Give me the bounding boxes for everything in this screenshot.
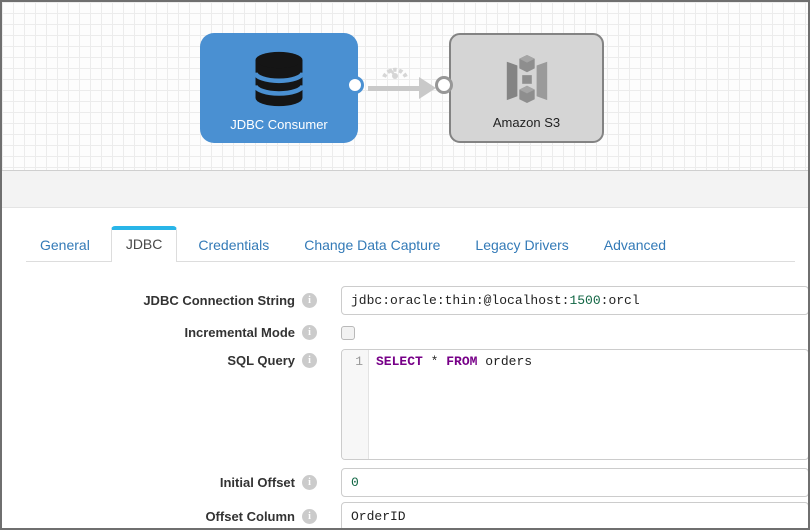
tab-general[interactable]: General bbox=[40, 237, 90, 253]
info-icon[interactable]: i bbox=[302, 325, 317, 340]
tab-legacy-drivers[interactable]: Legacy Drivers bbox=[475, 237, 569, 253]
field-label: SQL Query bbox=[227, 353, 295, 368]
stage-label: JDBC Consumer bbox=[230, 117, 328, 132]
field-label: Incremental Mode bbox=[184, 325, 295, 340]
form-row: SQL Query i 1 SELECT * FROM orders bbox=[2, 349, 808, 460]
incremental-mode-checkbox[interactable] bbox=[341, 325, 355, 340]
stage-amazon-s3[interactable]: Amazon S3 bbox=[449, 33, 604, 143]
output-port bbox=[346, 76, 364, 94]
field-label: Initial Offset bbox=[219, 475, 295, 490]
offset-column-input[interactable]: OrderID bbox=[341, 502, 808, 528]
form-row: Initial Offset i 0 bbox=[2, 468, 808, 497]
edge-arrowhead-icon bbox=[419, 77, 436, 99]
info-icon[interactable]: i bbox=[302, 353, 317, 368]
stage-label: Amazon S3 bbox=[492, 115, 561, 130]
form-row: Incremental Mode i bbox=[2, 325, 808, 340]
info-icon[interactable]: i bbox=[302, 293, 317, 308]
initial-offset-value: 0 bbox=[351, 475, 359, 490]
edge-connector bbox=[368, 86, 424, 91]
stage-jdbc-consumer[interactable]: JDBC Consumer bbox=[200, 33, 358, 143]
tab-change-data-capture[interactable]: Change Data Capture bbox=[304, 237, 441, 253]
tab-jdbc[interactable]: JDBC bbox=[110, 226, 178, 262]
stage-config-panel: General JDBC Credentials Change Data Cap… bbox=[2, 226, 808, 528]
pipeline-canvas[interactable]: JDBC Consumer Amazon S3 bbox=[2, 2, 808, 170]
input-port bbox=[435, 76, 453, 94]
form-row: JDBC Connection String i jdbc:oracle:thi… bbox=[2, 286, 808, 315]
offset-column-value: OrderID bbox=[351, 509, 406, 524]
config-tabbar: General JDBC Credentials Change Data Cap… bbox=[26, 226, 795, 262]
tab-advanced[interactable]: Advanced bbox=[603, 237, 667, 253]
info-icon[interactable]: i bbox=[302, 509, 317, 524]
jdbc-connection-string-input[interactable]: jdbc:oracle:thin:@localhost:1500:orcl bbox=[341, 286, 808, 315]
jdbc-config-form: JDBC Connection String i jdbc:oracle:thi… bbox=[2, 286, 808, 528]
s3-box-icon bbox=[505, 35, 549, 115]
field-label: JDBC Connection String bbox=[143, 293, 295, 308]
initial-offset-input[interactable]: 0 bbox=[341, 468, 808, 497]
sql-query-editor[interactable]: 1 SELECT * FROM orders bbox=[341, 349, 808, 460]
field-label: Offset Column bbox=[205, 509, 295, 524]
sql-query-code[interactable]: SELECT * FROM orders bbox=[376, 354, 533, 369]
form-row: Offset Column i OrderID bbox=[2, 502, 808, 528]
info-icon[interactable]: i bbox=[302, 475, 317, 490]
gauge-icon bbox=[380, 58, 410, 85]
database-icon bbox=[253, 33, 305, 117]
tab-credentials[interactable]: Credentials bbox=[198, 237, 270, 253]
canvas-toolbar-strip bbox=[2, 170, 808, 208]
line-number-gutter: 1 bbox=[342, 350, 369, 459]
